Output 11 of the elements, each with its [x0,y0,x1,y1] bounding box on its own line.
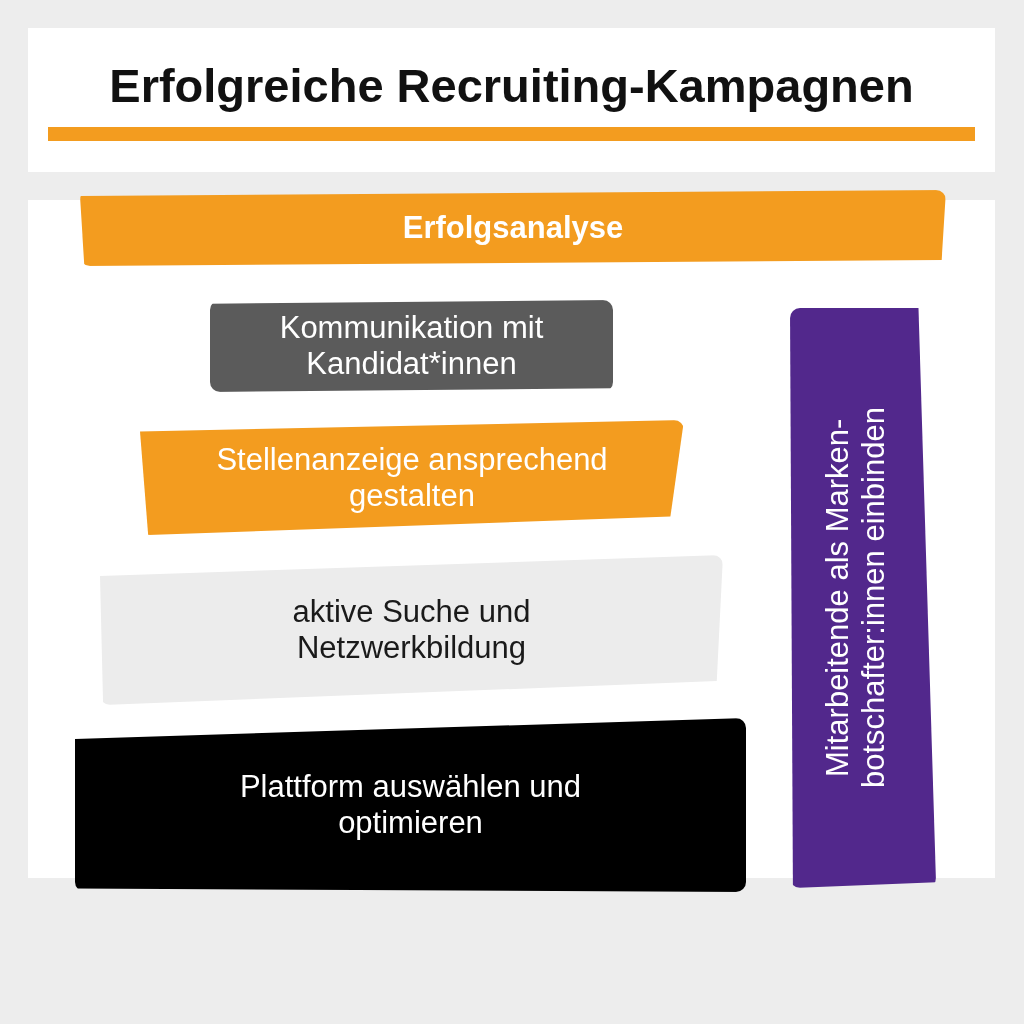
step-label: aktive Suche und Netzwerkbildung [291,594,532,666]
step-box [75,718,746,892]
banner-box [80,190,946,266]
step-label: Stellenanzeige ansprechend gestalten [215,441,609,514]
vertical-label: Mitarbeitende als Marken- botschafter:innen einbinden [820,406,892,791]
side-column-box [790,308,936,888]
page-title: Erfolgreiche Recruiting-Kampagnen [108,58,915,114]
step-label: Plattform auswählen und optimieren [238,769,583,841]
step-box [210,300,613,392]
step-label: Kommunikation mit Kandidat*innen [278,310,545,382]
banner-label: Erfolgsanalyse [402,210,624,246]
